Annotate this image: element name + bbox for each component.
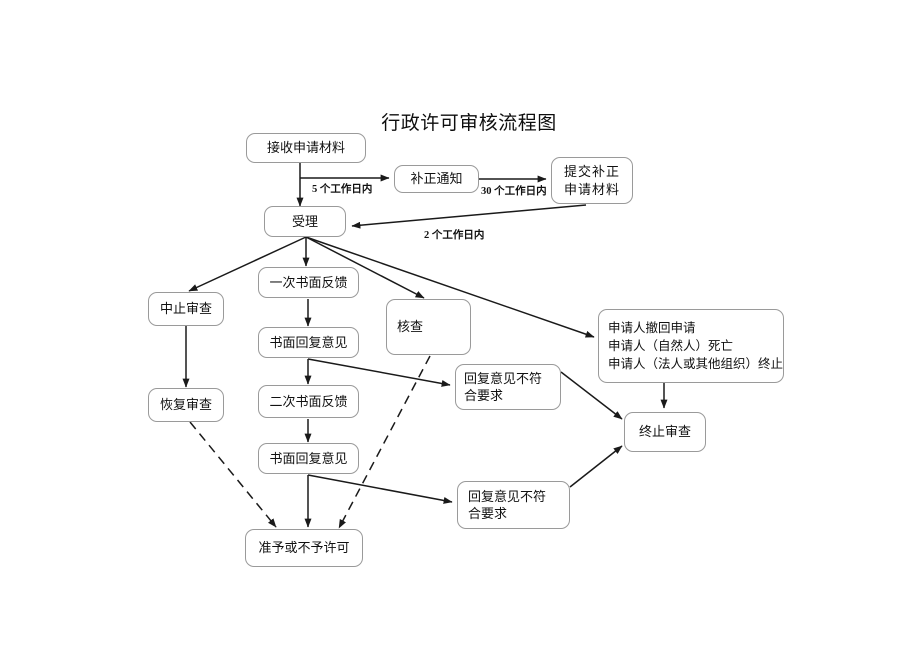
node-second-written-feedback[interactable]: 二次书面反馈 — [258, 385, 359, 418]
edge-submit-to-accept — [351, 204, 587, 229]
node-written-reply-1[interactable]: 书面回复意见 — [258, 327, 359, 358]
node-first-written-feedback-label: 一次书面反馈 — [269, 274, 348, 290]
edge-reply1-to-fail1 — [307, 358, 451, 387]
edge-label-2-working-days: 2 个工作日内 — [424, 227, 484, 242]
edge-fail1-to-terminate — [560, 371, 623, 420]
node-submit-correction[interactable]: 提交补正 申请材料 — [551, 157, 633, 204]
edge-label-2-working-days-text: 2 个工作日内 — [424, 230, 485, 241]
page-title-text: 行政许可审核流程图 — [381, 113, 557, 134]
node-correct-notice-label: 补正通知 — [410, 171, 463, 187]
edge-accept-to-suspend — [188, 236, 307, 292]
node-reply-not-compliant-2-label: 回复意见不符 合要求 — [468, 488, 547, 521]
node-second-written-feedback-label: 二次书面反馈 — [269, 393, 348, 409]
node-termination-reasons-label: 申请人撤回申请 申请人（自然人）死亡 申请人（法人或其他组织）终止 — [608, 320, 784, 372]
node-suspend-review-label: 中止审查 — [159, 301, 212, 317]
edge-fail2-to-terminate — [569, 445, 623, 488]
node-written-reply-2-label: 书面回复意见 — [269, 450, 348, 466]
node-receive-label: 接收申请材料 — [266, 140, 345, 156]
node-correct-notice[interactable]: 补正通知 — [394, 165, 479, 193]
edge-label-5-working-days-text: 5 个工作日内 — [312, 184, 373, 195]
edge-label-30-working-days-text: 30 个工作日内 — [481, 186, 547, 197]
node-reply-not-compliant-1[interactable]: 回复意见不符 合要求 — [455, 364, 561, 410]
edge-label-30-working-days: 30 个工作日内 — [481, 183, 547, 198]
edge-verify-to-decision-dashed — [338, 355, 431, 529]
node-verify-label: 核查 — [397, 319, 424, 335]
node-accept[interactable]: 受理 — [264, 206, 346, 237]
node-decision-label: 准予或不予许可 — [258, 540, 350, 556]
edge-resume-to-decision-dashed — [189, 421, 277, 528]
node-first-written-feedback[interactable]: 一次书面反馈 — [258, 267, 359, 298]
edge-label-5-working-days: 5 个工作日内 — [312, 181, 372, 196]
node-reply-not-compliant-1-label: 回复意见不符 合要求 — [464, 370, 543, 403]
node-written-reply-1-label: 书面回复意见 — [269, 334, 348, 350]
node-submit-correction-label: 提交补正 申请材料 — [563, 164, 620, 197]
edge-reply2-to-fail2 — [307, 474, 453, 504]
page-title: 行政许可审核流程图 — [0, 108, 920, 135]
node-accept-label: 受理 — [291, 213, 318, 229]
node-verify[interactable]: 核查 — [386, 299, 471, 355]
node-terminate-review-label: 终止审查 — [638, 424, 691, 440]
node-suspend-review[interactable]: 中止审查 — [148, 292, 224, 326]
node-reply-not-compliant-2[interactable]: 回复意见不符 合要求 — [457, 481, 570, 529]
node-terminate-review[interactable]: 终止审查 — [624, 412, 706, 452]
node-resume-review-label: 恢复审查 — [159, 397, 212, 413]
node-resume-review[interactable]: 恢复审查 — [148, 388, 224, 422]
node-receive[interactable]: 接收申请材料 — [246, 133, 366, 163]
node-decision[interactable]: 准予或不予许可 — [245, 529, 363, 567]
edge-accept-to-verify — [305, 236, 425, 299]
edge-accept-to-terminate-reasons — [305, 236, 595, 338]
node-written-reply-2[interactable]: 书面回复意见 — [258, 443, 359, 474]
node-termination-reasons[interactable]: 申请人撤回申请 申请人（自然人）死亡 申请人（法人或其他组织）终止 — [598, 309, 784, 383]
